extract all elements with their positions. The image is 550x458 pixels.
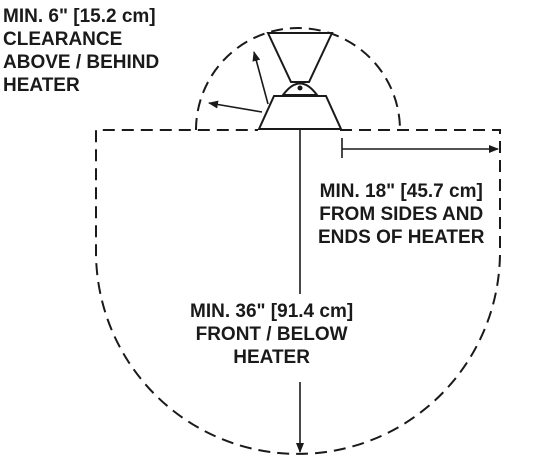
label-line: MIN. 6" [15.2 cm] <box>3 6 156 27</box>
above-arrow-up <box>252 51 269 105</box>
label-line: HEATER <box>233 347 310 368</box>
behind-arrow-left <box>208 100 263 113</box>
heater-body <box>257 95 343 130</box>
label-line: HEATER <box>3 75 80 96</box>
label-line: FRONT / BELOW <box>195 324 348 345</box>
label-line: CLEARANCE <box>3 29 123 50</box>
heater-cap <box>297 85 303 91</box>
sides-ends-clearance-label: MIN. 18" [45.7 cm] FROM SIDES AND ENDS O… <box>318 180 484 249</box>
above-behind-clearance-label: MIN. 6" [15.2 cm] CLEARANCE ABOVE / BEHI… <box>3 5 159 97</box>
label-line: ABOVE / BEHIND <box>3 52 160 73</box>
label-line: FROM SIDES AND <box>319 204 484 225</box>
label-line: ENDS OF HEATER <box>318 227 485 248</box>
front-below-clearance-label: MIN. 36" [91.4 cm] FRONT / BELOW HEATER <box>190 300 353 369</box>
label-line: MIN. 36" [91.4 cm] <box>190 301 354 322</box>
front-side-clearance-zone <box>95 129 501 455</box>
above-clearance-zone <box>195 27 401 131</box>
heater-reflector <box>266 32 334 83</box>
label-line: MIN. 18" [45.7 cm] <box>319 181 483 202</box>
